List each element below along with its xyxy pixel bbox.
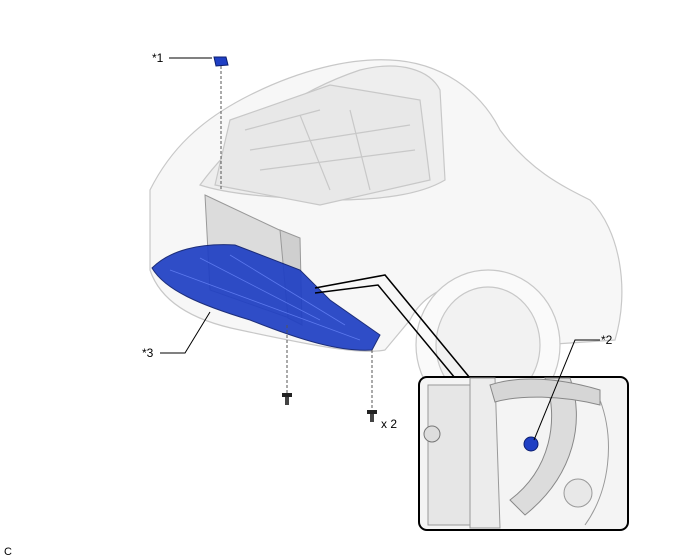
figure-code: C (4, 546, 12, 558)
callout-3-label: *3 (142, 346, 154, 360)
quantity-label: x 2 (381, 417, 398, 431)
engine-under-cover-part (151, 244, 381, 351)
bolt-icon (367, 410, 377, 422)
bolt-icon (282, 393, 292, 405)
clip-part-1 (213, 56, 229, 67)
detail-inset (418, 376, 629, 531)
callout-1-label: *1 (152, 51, 164, 65)
clip-part-2 (523, 436, 539, 452)
callout-2-label: *2 (601, 333, 613, 347)
